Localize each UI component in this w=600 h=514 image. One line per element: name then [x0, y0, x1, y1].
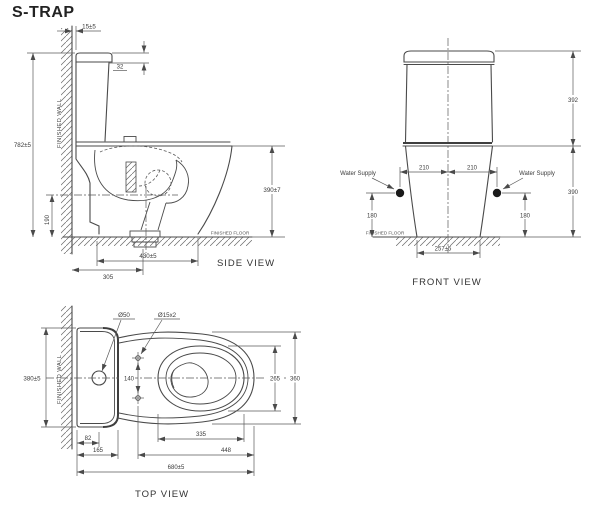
top-view-label: TOP VIEW — [135, 489, 189, 500]
side-flush-valve — [125, 161, 137, 193]
dim-bowl-length-label: 448 — [221, 448, 232, 454]
top-view: FINISHED WALL — [21, 305, 303, 500]
side-flange-3 — [133, 241, 157, 248]
dim-total-height-label: 782±5 — [14, 142, 32, 149]
dim-tank-depth-label: 165 — [93, 448, 104, 454]
water-supply-leader-right — [502, 177, 524, 190]
dim-supply-offset-right-label: 210 — [467, 166, 478, 172]
dim-supply-height-left-label: 180 — [367, 214, 378, 220]
drawing-title: S-TRAP — [12, 4, 75, 21]
side-outlet-right — [157, 202, 167, 231]
dim-seat-width-label: 265 — [270, 377, 281, 383]
front-tank-lid — [403, 50, 495, 63]
top-finished-wall-label: FINISHED WALL — [57, 354, 63, 404]
side-view: 15±5 32 782±5 FINISHED WALL 190 390±7 FI… — [14, 24, 287, 281]
side-bowl-back — [75, 145, 100, 235]
dim-supply-offset-left-label: 210 — [419, 166, 430, 172]
side-basin-curve — [94, 149, 178, 202]
side-finished-wall-label: FINISHED WALL — [57, 98, 63, 148]
side-tank-front — [104, 61, 110, 142]
side-view-label: SIDE VIEW — [217, 258, 275, 269]
dim-button-dia-label: Ø50 — [118, 312, 130, 319]
dim-wall-gap-label: 15±5 — [82, 24, 96, 31]
water-supply-point-right — [492, 188, 502, 198]
side-hidden-rim — [99, 145, 183, 163]
dim-supply-height-right-label: 180 — [520, 214, 531, 220]
side-trap-bend — [165, 159, 189, 204]
water-supply-leader-left — [371, 177, 395, 190]
dim-outlet-offset-label: 305 — [103, 274, 114, 281]
side-finished-floor-label: FINISHED FLOOR — [211, 231, 250, 236]
front-finished-floor-label: FINISHED FLOOR — [366, 231, 405, 236]
side-hidden-trap — [137, 169, 161, 187]
water-supply-point-left — [395, 188, 405, 198]
fixing-hole-bottom — [132, 392, 144, 404]
dim-lid-label: 32 — [117, 65, 124, 71]
dim-outlet-height-label: 190 — [45, 214, 51, 225]
dim-hole-gap-label: 140 — [124, 377, 135, 383]
dim-tank-height-label: 392 — [568, 98, 579, 104]
front-view: FINISHED FLOOR Water Supply Water Supply… — [340, 38, 582, 288]
front-floor-hatch — [396, 237, 500, 246]
dim-total-length-label: 680±5 — [168, 465, 185, 471]
dim-base-width-label: 257±5 — [435, 247, 452, 253]
front-tank-right — [490, 63, 494, 143]
dim-front-bowl-height-label: 390 — [568, 190, 579, 196]
side-wall-hatch — [61, 28, 72, 254]
side-flange-1 — [129, 230, 161, 238]
top-water-detail-arc — [171, 369, 175, 389]
water-supply-label-right: Water Supply — [519, 171, 555, 177]
front-bowl-right — [479, 145, 494, 238]
front-view-label: FRONT VIEW — [412, 277, 481, 288]
front-tank-left — [404, 63, 408, 143]
top-tank-outline — [76, 327, 119, 428]
side-bowl-front — [197, 145, 233, 235]
dim-bowl-width-label: 360 — [290, 377, 301, 383]
top-water-surface — [170, 362, 209, 398]
dim-button-offset-label: 82 — [85, 436, 92, 442]
dim-holes-leader — [140, 319, 163, 355]
water-supply-label-left: Water Supply — [340, 171, 376, 177]
side-floor-hatch — [72, 237, 252, 246]
side-seat-hinge — [123, 136, 137, 143]
dim-overall-width-label: 380±5 — [23, 376, 41, 383]
top-wall-hatch — [61, 306, 72, 449]
side-hidden-trapway — [144, 169, 172, 197]
fixing-hole-top — [132, 352, 144, 364]
top-bowl-interior — [165, 352, 237, 405]
top-tank-front-band — [102, 327, 119, 428]
dim-holes-dia-label: Ø15x2 — [158, 312, 177, 319]
dim-bowl-height-label: 390±7 — [263, 187, 281, 194]
dim-seat-length-label: 335 — [196, 432, 207, 438]
dim-bowl-depth-label: 430±5 — [139, 253, 157, 260]
top-tank-inner-line — [80, 331, 115, 424]
front-bowl-left — [404, 145, 418, 238]
dim-button-leader — [101, 319, 122, 372]
side-outlet-left — [140, 201, 151, 231]
side-tank-lid — [75, 52, 113, 63]
